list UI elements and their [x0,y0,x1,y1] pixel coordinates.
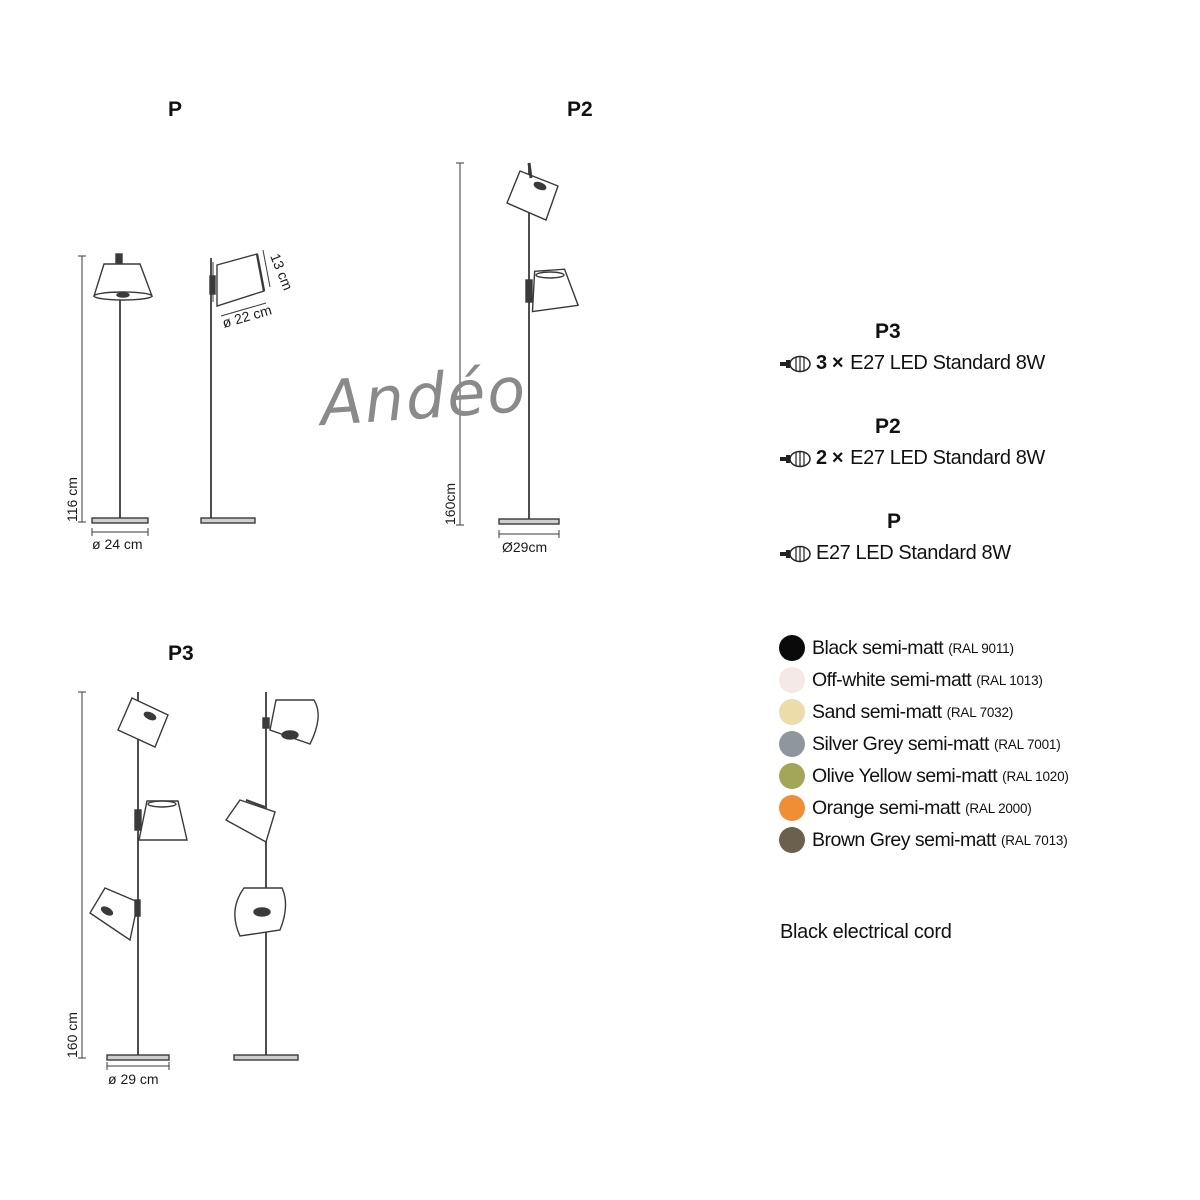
p-title: P [168,98,183,121]
color-swatch [779,699,805,725]
spec-qty: 2 × [816,447,844,469]
p-height-label: 116 cm [64,477,80,522]
p-shade-height-label: 13 cm [267,251,296,292]
spec-line: E27 LED Standard 8W [778,542,1011,565]
color-swatch [779,827,805,853]
spec-line: 2 × E27 LED Standard 8W [778,447,1045,470]
spec-model: P2 [875,415,901,438]
finish-ral: (RAL 1020) [1002,768,1069,784]
color-swatch [779,763,805,789]
finish-name: Orange semi-matt [812,796,961,819]
finish-ral: (RAL 2000) [965,800,1032,816]
spec-bulb: E27 LED Standard 8W [850,447,1045,469]
color-swatch [779,731,805,757]
color-swatch [779,795,805,821]
finish-name: Black semi-matt [812,636,944,659]
finish-name: Sand semi-matt [812,700,942,723]
finish-ral: (RAL 7001) [993,736,1061,752]
finish-ral: (RAL 1013) [976,672,1043,688]
p3-front-drawing [78,691,188,1070]
spec-model: P [887,510,902,533]
spec-line: 3 × E27 LED Standard 8W [778,352,1045,375]
p-base-label: ø 24 cm [92,536,143,552]
finish-name: Silver Grey semi-matt [812,732,989,755]
bulb-icon [780,545,811,562]
color-swatch [779,667,805,693]
spec-qty: 3 × [816,352,844,374]
p3-title: P3 [168,642,194,665]
spec-model: P3 [875,320,901,343]
color-swatch [779,635,805,661]
finish-item: Off-white semi-matt (RAL 1013) [779,667,1043,693]
finish-item: Silver Grey semi-matt (RAL 7001) [779,731,1061,757]
p-side-drawing [200,249,271,524]
p-front-drawing [78,253,154,536]
bulb-icon [780,450,811,467]
finish-name: Off-white semi-matt [812,668,972,691]
spec-bulb: E27 LED Standard 8W [850,352,1045,374]
finish-item: Orange semi-matt (RAL 2000) [779,795,1032,821]
p2-drawing [456,162,580,538]
finish-ral: (RAL 7032) [946,704,1014,720]
finish-item: Brown Grey semi-matt (RAL 7013) [779,827,1068,853]
p2-base-label: Ø29cm [502,539,547,555]
p3-height-label: 160 cm [64,1012,80,1058]
finish-item: Sand semi-matt (RAL 7032) [779,699,1013,725]
finish-ral: (RAL 9011) [948,640,1014,656]
finish-name: Brown Grey semi-matt [812,828,996,851]
p3-side-drawing [224,692,319,1061]
bulb-icon [780,355,811,372]
finish-item: Black semi-matt (RAL 9011) [779,635,1014,661]
p2-title: P2 [567,98,593,121]
finish-item: Olive Yellow semi-matt (RAL 1020) [779,763,1069,789]
finish-name: Olive Yellow semi-matt [812,764,998,787]
spec-bulb: E27 LED Standard 8W [816,542,1011,564]
watermark: Andéo [317,352,530,441]
p2-height-label: 160cm [442,483,458,525]
cord-note: Black electrical cord [780,921,952,943]
finish-ral: (RAL 7013) [1000,832,1068,848]
p3-base-label: ø 29 cm [108,1071,159,1087]
p-shade-diameter-label: ø 22 cm [220,302,273,331]
